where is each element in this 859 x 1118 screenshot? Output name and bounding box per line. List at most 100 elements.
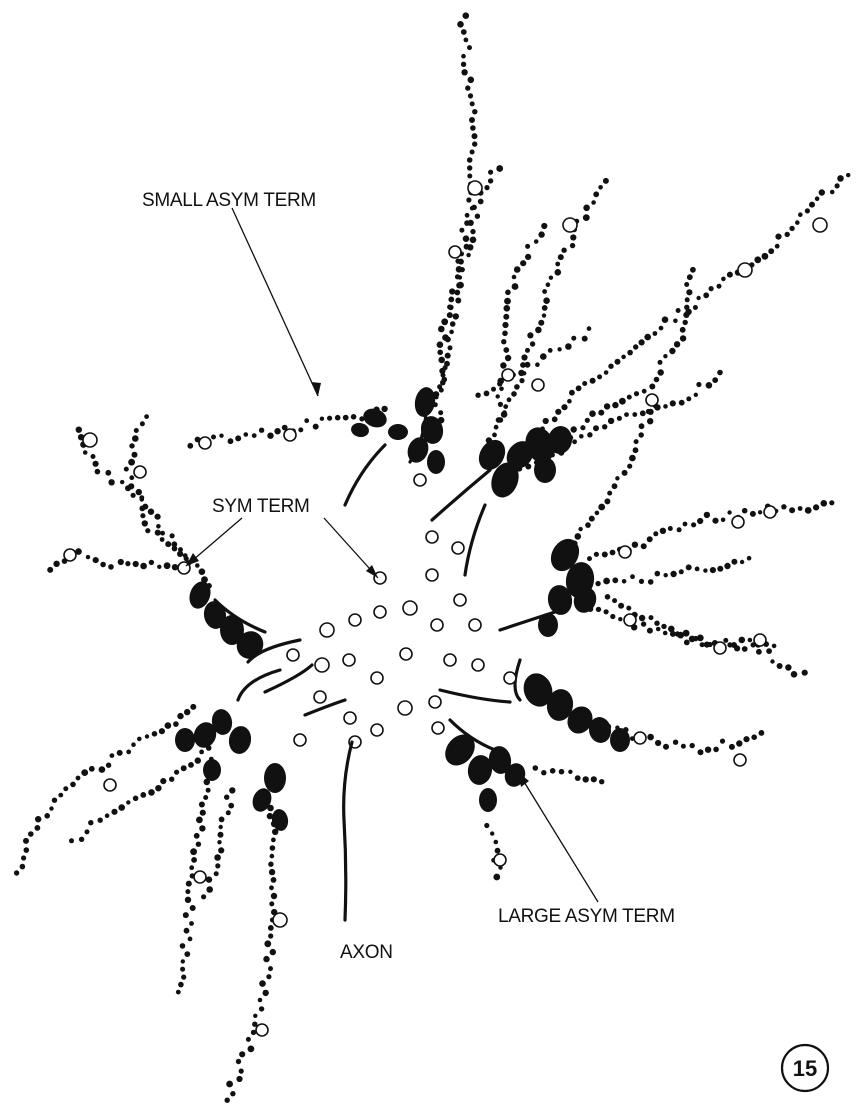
dendrite-bead [129,475,134,480]
dendrite-bead [549,276,553,280]
dendrite-bead [461,69,467,75]
dendrite-bead [381,406,387,412]
dendrite-bead [498,417,504,423]
dendrite-bead [76,427,82,433]
dendrite-bead [140,421,145,426]
dendrite-bead [602,424,607,429]
dendrite-bead [685,297,690,302]
dendrite-bead [441,373,446,378]
dendrite-bead [514,266,521,273]
dendrite-bead [270,949,276,955]
dendrite-bead [503,314,509,320]
dendrite-bead [575,533,582,540]
dendrite-bead [647,734,654,741]
dendrite-bead [468,93,473,98]
dendrite-bead [159,728,165,734]
dendrite-bead [457,21,464,28]
dendrite-bead [491,387,496,392]
large-asym-bouton [534,457,556,483]
dendrite-bead [663,404,668,409]
dendrite-bead [541,223,547,229]
dendrite-bead [712,377,718,383]
dendrite-bead [608,364,613,369]
dendrite-bead [505,355,511,361]
sym-term-bouton [444,654,456,666]
dendrite-bead [604,403,610,409]
dendrite-bead [201,894,206,899]
dendrite-bead [235,435,241,441]
dendrite-bead [447,305,452,310]
sym-term-bouton [502,369,514,381]
dendrite-bead [160,531,165,536]
dendrite-bead [748,638,753,643]
dendrite-bead [126,800,130,804]
dendrite-bead [269,885,274,890]
dendrite-bead [176,990,181,995]
dendrite-bead [125,561,130,566]
dendrite-bead [504,298,511,305]
sym-term-bouton [754,634,766,646]
dendrite-bead [470,150,475,155]
large-asym-bouton [610,728,630,752]
dendrite-bead [742,646,748,652]
dendrite-bead [731,642,737,648]
dendrite-bead [28,831,34,837]
dendrite-bead [194,833,200,839]
dendrite-bead [458,259,464,265]
leader-lines [186,208,598,902]
dendrite-bead [598,185,603,190]
dendrite-bead [44,813,50,819]
dendrite-bead [569,390,575,396]
sym-term-bouton [714,642,726,654]
sym-term-bouton [256,1024,268,1036]
dendrite-bead [118,559,124,565]
dendrite-bead [731,559,737,565]
sym-term-bouton [738,263,752,277]
dendrite-bead [610,550,616,556]
dendrite-bead [709,286,714,291]
dendrite-bead [705,747,711,753]
dendrite-bead [21,855,26,860]
dendrite-bead [589,516,595,522]
dendrite-bead [52,798,57,803]
dendrite-bead [126,750,131,755]
sym-term-bouton [563,218,577,232]
dendrite-bead [743,736,749,742]
dendrite-bead [89,766,95,772]
dendrite-bead [459,228,464,233]
dendrite-bead [543,297,550,304]
dendrite-bead [165,541,171,547]
dendrite-bead [641,621,646,626]
dendrite-bead [500,362,506,368]
dendrite-bead [24,847,30,853]
dendrite-bead [572,439,577,444]
dendrite-bead [164,562,171,569]
dendrite-bead [81,769,88,776]
dendrite-bead [805,507,812,514]
dendrite-bead [148,509,154,515]
dendrite-bead [264,940,271,947]
dendrite-bead [598,504,605,511]
sym-term-bouton [449,246,461,258]
dendrite-bead [679,400,685,406]
sym-term-bouton [732,516,744,528]
dendrite-bead [846,173,850,177]
dendrite-bead [633,344,638,349]
dendrite-bead [557,347,561,351]
dendrite-bead [727,272,733,278]
dendrite-bead [499,387,504,392]
dendrite-bead [680,335,686,341]
dendrite-bead [590,378,596,384]
dendrite-bead [597,374,602,379]
sym-term-bouton [398,701,412,715]
dendrite-bead [217,840,221,844]
dendrite-bead [837,175,844,182]
dendrite-bead [661,624,666,629]
label-axon: AXON [340,942,393,963]
dendrite-bead [136,489,142,495]
dendrite-bead [239,1069,244,1074]
dendrite-bead [269,901,274,906]
dendrite-bead [469,117,475,123]
dendrite-bead [468,77,475,84]
dendrite-bead [248,1046,255,1053]
